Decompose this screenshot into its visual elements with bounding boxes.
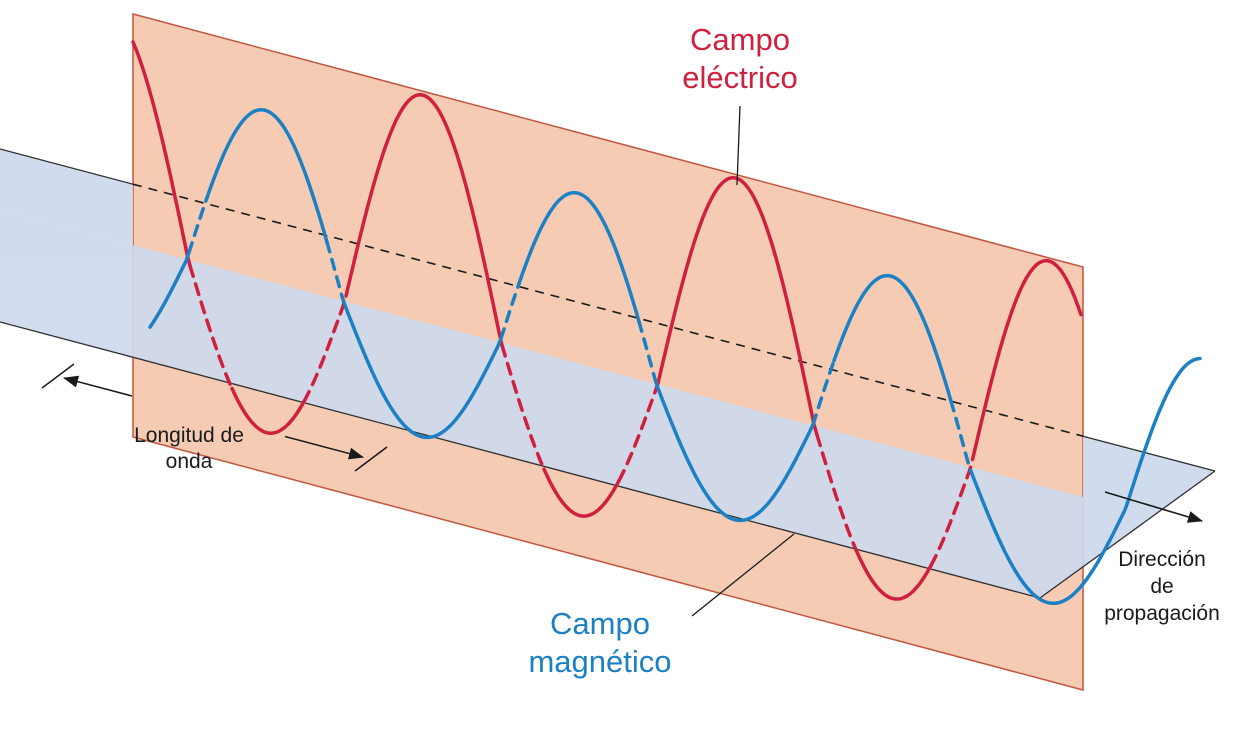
magnetic-field-label-line1: Campo <box>550 606 650 641</box>
magnetic-wave-segment <box>148 250 191 329</box>
magnetic-wave-segment <box>187 195 209 255</box>
electric-wave-segment <box>815 433 858 552</box>
magnetic-wave-segment <box>517 190 641 324</box>
electric-wave-segment <box>617 381 660 483</box>
labels: Campo eléctrico Campo magnético Longitud… <box>134 22 1220 679</box>
magnetic-wave-segment <box>949 399 974 476</box>
propagation-label-line3: propagación <box>1104 602 1220 625</box>
propagation-label-line2: de <box>1150 575 1173 598</box>
magnetic-plane-right-cap <box>1039 470 1216 599</box>
magnetic-wave-segment <box>325 240 347 308</box>
electric-label-pointer <box>736 105 741 186</box>
plane-intersection-dashed-line <box>132 183 1084 437</box>
magnetic-plane-front-half <box>0 210 1154 598</box>
electric-wave-segment <box>230 386 306 435</box>
magnetic-plane-front-edge <box>0 321 1041 599</box>
plane-edges <box>0 148 1216 599</box>
magnetic-field-label-line2: magnético <box>528 644 671 679</box>
wavelength-tick-left <box>41 363 75 389</box>
propagation-arrow <box>1104 491 1203 523</box>
electric-wave-segment <box>188 263 234 391</box>
wavelength-arrow-left <box>63 375 133 397</box>
wavelength-arrow-right <box>284 435 364 460</box>
electric-wave <box>131 40 1083 601</box>
electric-wave-segment <box>131 40 192 268</box>
magnetic-wave-segment <box>655 384 815 523</box>
electric-wave-segment <box>854 548 933 601</box>
propagation-label-line1: Dirección <box>1118 548 1206 571</box>
magnetic-wave-segment <box>343 303 503 440</box>
magnetic-wave <box>148 107 1202 606</box>
magnetic-wave-segment <box>205 107 329 244</box>
electric-wave-segment <box>500 343 546 471</box>
wavelength-tick-right <box>354 446 388 472</box>
magnetic-label-pointer <box>691 533 795 617</box>
electric-wave-segment <box>542 467 621 518</box>
electric-wave-segment <box>971 258 1083 460</box>
magnetic-wave-segment <box>970 356 1202 606</box>
magnetic-plane-back-left <box>0 149 133 246</box>
magnetic-wave-segment <box>499 281 521 341</box>
electric-field-label-line2: eléctrico <box>682 60 797 95</box>
electric-field-label-line1: Campo <box>690 22 790 57</box>
magnetic-wave-segment <box>811 358 836 427</box>
electric-wave-segment <box>344 92 504 348</box>
wavelength-label-line2: onda <box>166 450 213 473</box>
magnetic-wave-segment <box>637 319 659 388</box>
wavelength-label-line1: Longitud de <box>134 424 244 447</box>
magnetic-wave-segment <box>832 273 953 403</box>
annotations <box>41 105 1203 617</box>
magnetic-plane-back-edge-left <box>0 148 134 185</box>
magnetic-plane-back-edge-right <box>1082 435 1216 472</box>
